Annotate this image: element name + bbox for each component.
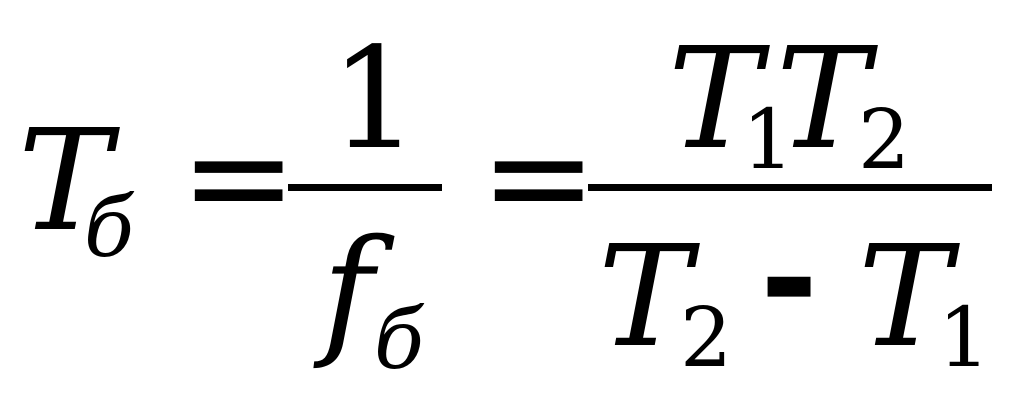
lhs-symbol: T — [18, 100, 112, 263]
fraction-1-denominator-subscript: б — [374, 293, 425, 388]
fraction-1-bar — [288, 184, 442, 191]
fraction-2-denominator-symbol-2: T — [858, 216, 952, 379]
fraction-2-numerator-subscript-2: 2 — [858, 93, 911, 188]
lhs-subscript: б — [84, 181, 135, 276]
fraction-2-numerator-subscript-1: 1 — [742, 93, 795, 188]
fraction-2-denominator-subscript-1: 2 — [680, 291, 733, 386]
fraction-2-denominator-symbol-1: T — [598, 216, 692, 379]
fraction-2-numerator-symbol-2: T — [776, 18, 870, 181]
equals-sign-2: = — [480, 96, 598, 259]
fraction-1-denominator-symbol: f — [322, 210, 374, 373]
fraction-2-denominator-subscript-2: 1 — [938, 291, 991, 386]
fraction-2-bar — [588, 184, 992, 191]
fraction-1-numerator: 1 — [330, 18, 420, 181]
equals-sign-1: = — [180, 96, 298, 259]
fraction-2-numerator-symbol-1: T — [668, 18, 762, 181]
minus-sign: - — [760, 198, 819, 361]
